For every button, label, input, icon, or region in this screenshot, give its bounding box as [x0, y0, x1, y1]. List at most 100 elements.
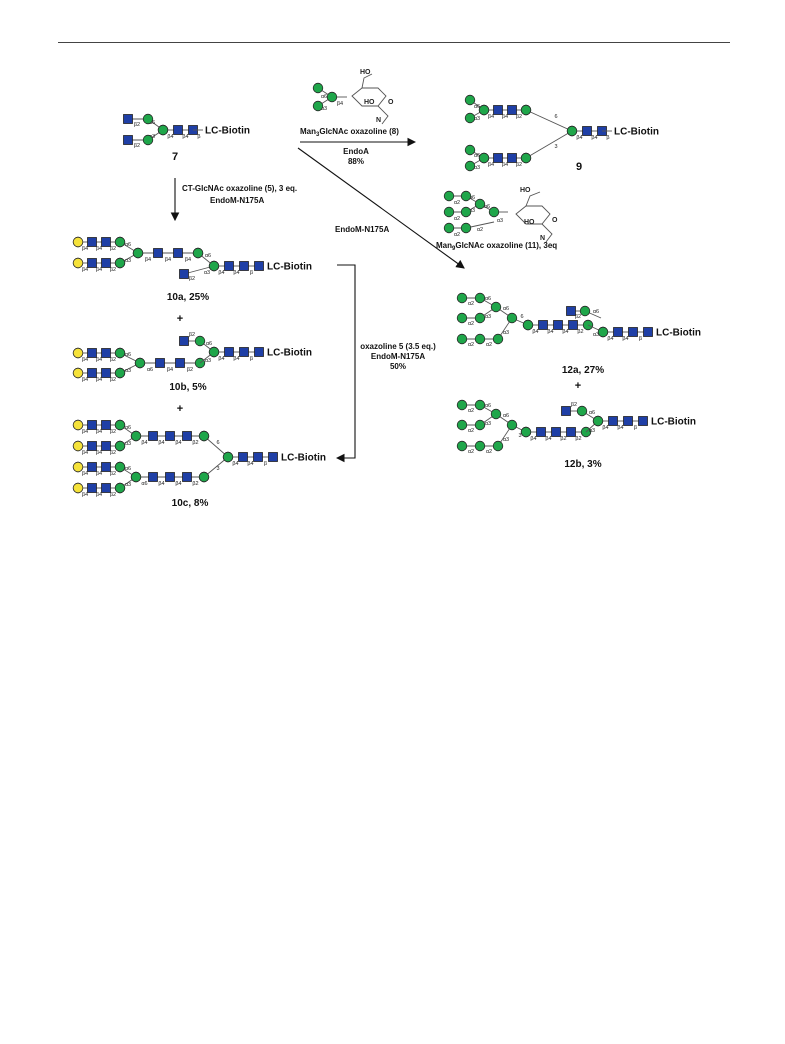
- glcnac-icon: [165, 431, 175, 441]
- mannose-icon: [456, 419, 468, 431]
- linkage-label: β4: [167, 367, 173, 373]
- mannose-icon: [474, 292, 486, 304]
- linkage-label: α2: [468, 428, 474, 434]
- linkage-label: β2: [110, 471, 116, 477]
- glcnac-icon: [165, 472, 175, 482]
- mannose-icon: [474, 440, 486, 452]
- glcnac-icon: [87, 348, 97, 358]
- o-atom-label: O: [552, 217, 558, 224]
- top-rule: [58, 42, 730, 43]
- mannose-icon: [478, 104, 490, 116]
- o-atom-label: O: [388, 99, 394, 106]
- linkage-label: 3: [216, 466, 219, 472]
- ho-atom-label: HO: [520, 187, 531, 194]
- galactose-icon: [72, 347, 84, 359]
- linkage-label: β4: [532, 329, 538, 335]
- mannose-icon: [142, 113, 154, 125]
- linkage-label: α2: [454, 216, 460, 222]
- linkage-label: α3: [503, 437, 509, 443]
- linkage-label: β4: [175, 481, 181, 487]
- linkage-label: β2: [110, 246, 116, 252]
- mannose-icon: [114, 419, 126, 431]
- linkage-label: β: [634, 425, 637, 431]
- hydroxymethyl-group: [361, 73, 373, 89]
- glcnac-icon: [87, 420, 97, 430]
- n-atom-label: N: [376, 117, 381, 124]
- glcnac-icon: [101, 237, 111, 247]
- plus-sign-2: +: [177, 403, 183, 415]
- linkage-label: β4: [96, 492, 102, 498]
- arrow-7-to-12: [297, 147, 465, 269]
- mannose-icon: [443, 190, 455, 202]
- linkage-label: β4: [602, 425, 608, 431]
- glcnac-icon: [628, 327, 638, 337]
- mannose-icon: [520, 426, 532, 438]
- ho-atom-label: HO: [360, 69, 371, 76]
- linkage-label: α6: [125, 466, 131, 472]
- galactose-icon: [72, 236, 84, 248]
- linkage-label: β4: [167, 134, 173, 140]
- linkage-label: β4: [82, 267, 88, 273]
- linkage-label: β4: [82, 471, 88, 477]
- glcnac-icon: [561, 406, 571, 416]
- mannose-icon: [522, 319, 534, 331]
- lc-biotin-label: LC-Biotin: [651, 417, 696, 428]
- linkage-label: β4: [141, 440, 147, 446]
- linkage-label: α6: [474, 153, 480, 159]
- linkage-label: β4: [218, 356, 224, 362]
- compound-10c-label: 10c, 8%: [172, 498, 209, 509]
- mannose-icon: [579, 305, 591, 317]
- linkage-label: β4: [145, 257, 151, 263]
- oxazoline5-label: oxazoline 5 (3.5 eq.): [360, 342, 436, 351]
- linkage-label: β4: [158, 481, 164, 487]
- linkage-label: β2: [189, 276, 195, 282]
- linkage-label: α3: [321, 106, 327, 112]
- compound-12b-label: 12b, 3%: [564, 459, 601, 470]
- linkage-label: β4: [96, 246, 102, 252]
- mannose-icon: [488, 206, 500, 218]
- linkage-label: β2: [575, 436, 581, 442]
- hydroxymethyl-group: [525, 191, 541, 207]
- glcnac-icon: [493, 153, 503, 163]
- mannose-icon: [566, 125, 578, 137]
- glcnac-icon: [613, 327, 623, 337]
- linkage-label: α3: [593, 332, 599, 338]
- linkage-label: β4: [488, 162, 494, 168]
- linkage-label: α6: [474, 104, 480, 110]
- mannose-icon: [474, 333, 486, 345]
- linkage-label: β4: [96, 429, 102, 435]
- linkage-label: β4: [591, 135, 597, 141]
- mannose-icon: [597, 326, 609, 338]
- linkage-label: β4: [218, 270, 224, 276]
- linkage-label: β: [250, 356, 253, 362]
- mannose-icon: [130, 430, 142, 442]
- linkage-label: β4: [488, 114, 494, 120]
- linkage-label: β4: [547, 329, 553, 335]
- glcnac-icon: [179, 336, 189, 346]
- linkage-label: α3: [503, 330, 509, 336]
- linkage-label: β2: [134, 143, 140, 149]
- linkage-label: β4: [82, 357, 88, 363]
- linkage-label: α3: [485, 314, 491, 320]
- mannose-icon: [592, 415, 604, 427]
- linkage-label: β2: [516, 162, 522, 168]
- mannose-icon: [460, 190, 472, 202]
- linkage-label: 3: [554, 144, 557, 150]
- glcnac-icon: [101, 420, 111, 430]
- glcnac-icon: [239, 261, 249, 271]
- linkage-label: β: [606, 135, 609, 141]
- mannose-icon: [474, 198, 486, 210]
- glcnac-icon: [551, 427, 561, 437]
- mannose-icon: [194, 335, 206, 347]
- linkage-label: β4: [247, 461, 253, 467]
- mannose-icon: [208, 260, 220, 272]
- linkage-label: α2: [486, 342, 492, 348]
- linkage-label: α6: [141, 481, 147, 487]
- mannose-icon: [456, 399, 468, 411]
- glcnac-icon: [175, 358, 185, 368]
- mannose-icon: [474, 312, 486, 324]
- linkage-label: β4: [82, 377, 88, 383]
- linkage-label: β4: [562, 329, 568, 335]
- linkage-label: β4: [530, 436, 536, 442]
- glcnac-icon: [254, 347, 264, 357]
